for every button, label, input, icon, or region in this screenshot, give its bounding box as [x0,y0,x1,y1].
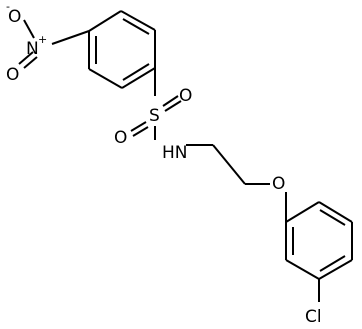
n-o-double-bond-a [18,51,34,65]
ring1-bond-1 [88,10,122,32]
ring2-bond-1 [285,201,320,223]
nitro-group: O - N + O [6,0,90,85]
ring2-bond-4 [318,259,353,280]
sulfonyl-oxygen-bottom-label: O [114,128,127,148]
ring1-bond-2-inner [122,18,150,35]
chlorine-label: Cl [305,307,322,327]
c-n-bond [51,30,90,45]
ring1-bond-5 [88,68,123,89]
nitro-oxygen-label: O [6,65,19,85]
n-o-double-bond-b [23,56,38,69]
minus-charge-label: - [6,0,10,13]
ring2-bond-5 [285,259,320,280]
chlorophenyl-ring: Cl [285,201,353,327]
ring1-bond-2 [120,10,156,31]
s-o-top-b [164,100,182,112]
ring1-bond-4-inner [122,63,150,81]
ring1-bond-4 [121,67,156,89]
nitro-nitrogen-label: N [26,39,39,59]
s-o-top-a [162,95,179,107]
sulfonyl-group: S O O [114,68,192,148]
sulfur-label: S [149,106,160,126]
amine-label: HN [162,143,188,163]
ring2-bond-4-inner [319,255,346,272]
s-o-bottom-a [130,121,147,132]
c-c-bond [212,144,246,185]
ring2-bond-2-inner [319,209,346,226]
nitrobenzene-ring [88,10,156,89]
ethylamine-linker: HN O [162,143,287,222]
s-o-bottom-b [132,126,149,137]
sulfonyl-oxygen-top-label: O [179,86,192,106]
n-o-single-bond [23,19,35,39]
ether-oxygen-label: O [272,174,285,194]
oxygen-minus-label: O [8,7,21,27]
plus-charge-label: + [38,33,47,46]
ring2-bond-2 [318,201,353,223]
